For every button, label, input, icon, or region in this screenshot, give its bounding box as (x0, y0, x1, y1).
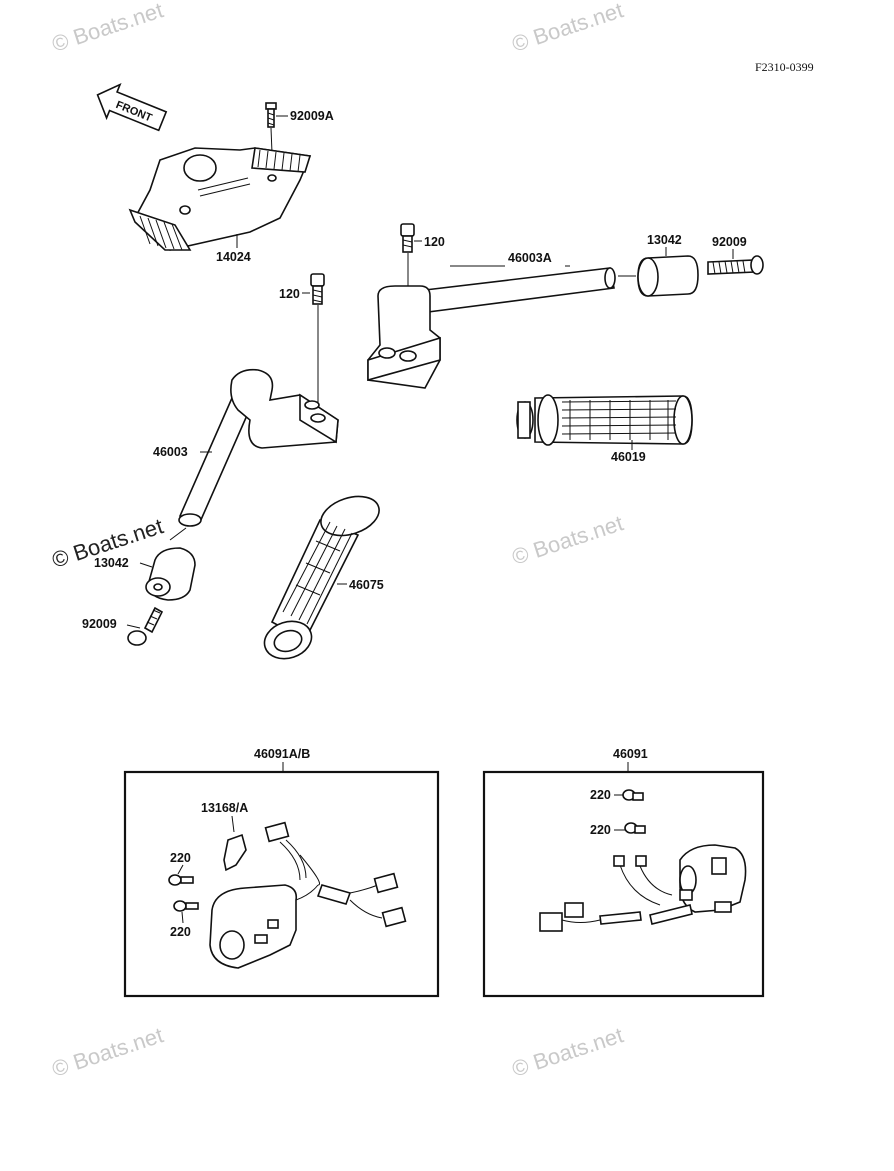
screw-icon (707, 255, 764, 275)
figure-code: F2310-0399 (755, 60, 814, 74)
callout-120-right: 120 (424, 235, 445, 249)
callout-92009-left: 92009 (82, 617, 117, 631)
handlebar-cover (128, 147, 312, 251)
callout-120-left: 120 (279, 287, 300, 301)
right-screw-label-bottom: 220 (590, 823, 611, 837)
right-switch-box (482, 770, 765, 998)
bolt-icon (310, 273, 325, 305)
left-screw-label-bottom: 220 (170, 925, 191, 939)
watermark: © Boats.net (49, 0, 166, 57)
throttle-grip (516, 394, 693, 446)
callout-46003: 46003 (153, 445, 188, 459)
screw-icon (168, 874, 194, 886)
right-screw-label-top: 220 (590, 788, 611, 802)
handlebar-left (178, 368, 339, 527)
callout-14024: 14024 (216, 250, 251, 264)
left-clamp-label: 13168/A (201, 801, 248, 815)
screw-icon (624, 822, 646, 834)
callout-46075: 46075 (349, 578, 384, 592)
screw-icon (173, 900, 199, 912)
front-arrow-icon: FRONT (96, 83, 168, 132)
screw-icon (622, 789, 644, 801)
callout-13042-right: 13042 (647, 233, 682, 247)
left-switch-assembly (209, 821, 407, 969)
left-box-title: 46091A/B (254, 747, 310, 761)
watermark: © Boats.net (509, 1022, 626, 1081)
callout-13042-left: 13042 (94, 556, 129, 570)
callout-46019: 46019 (611, 450, 646, 464)
left-screw-label-top: 220 (170, 851, 191, 865)
watermark: © Boats.net (509, 510, 626, 569)
bolt-icon (400, 223, 415, 253)
handlebar-right (367, 267, 616, 389)
left-grip (263, 495, 380, 660)
bar-end-weight (637, 255, 699, 297)
callout-92009A: 92009A (290, 109, 334, 123)
screw-icon (127, 606, 164, 646)
callout-46003A: 46003A (508, 251, 552, 265)
watermark: © Boats.net (49, 1022, 166, 1081)
right-box-title: 46091 (613, 747, 648, 761)
screw-icon (265, 102, 277, 128)
watermark: © Boats.net (509, 0, 626, 57)
bar-end-weight (145, 547, 196, 601)
right-switch-assembly (539, 844, 747, 932)
callout-92009-right: 92009 (712, 235, 747, 249)
